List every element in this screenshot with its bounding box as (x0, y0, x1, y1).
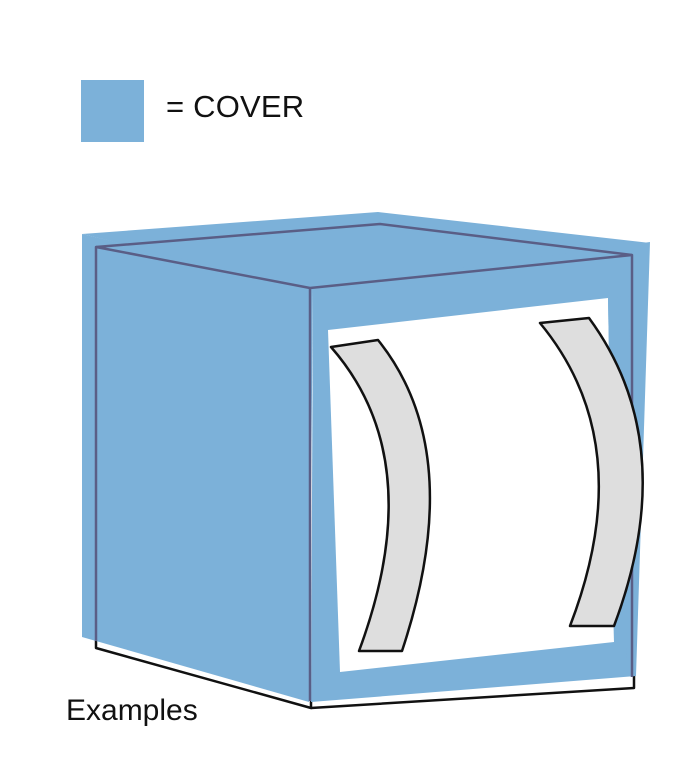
curved-panel-right (538, 316, 644, 628)
legend-swatch (81, 80, 144, 142)
cover-top-face (82, 212, 650, 290)
cover-left-face (82, 234, 313, 702)
box-base-outline (94, 640, 636, 710)
curved-panel-left (329, 338, 432, 653)
box-edge-outline (94, 222, 634, 701)
caption: Examples (66, 694, 198, 727)
legend-label: = COVER (166, 89, 305, 124)
